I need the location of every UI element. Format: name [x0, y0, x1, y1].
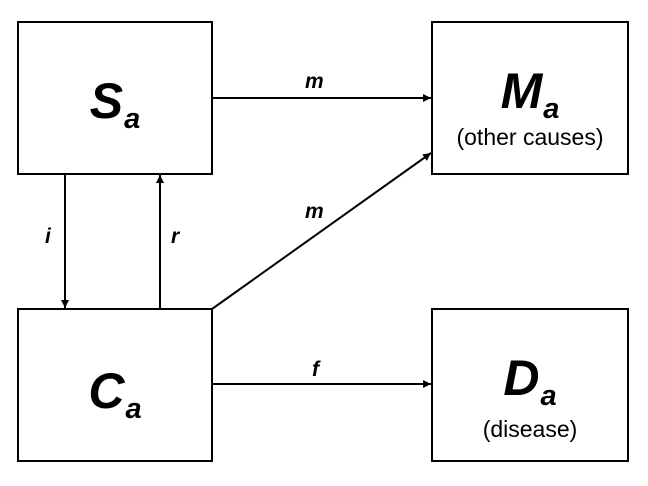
node-m-symbol: M	[500, 63, 543, 119]
node-d-symbol: D	[503, 350, 540, 406]
node-m-label: Ma	[433, 63, 627, 124]
node-s-symbol: S	[89, 73, 124, 129]
edge-label-c-to-m: m	[305, 200, 324, 223]
node-d-subscript: a	[540, 380, 557, 412]
node-m-subscript: a	[543, 93, 560, 125]
node-s-label: Sa	[19, 73, 211, 134]
node-m-caption: (other causes)	[456, 124, 604, 150]
edge-label-c-to-s: r	[171, 225, 180, 248]
node-d: Da (disease)	[431, 308, 629, 462]
arrow-c-to-m	[211, 152, 432, 310]
node-s-subscript: a	[124, 103, 141, 135]
node-m: Ma (other causes)	[431, 21, 629, 175]
node-c-symbol: C	[88, 363, 125, 419]
edge-label-s-to-c: i	[45, 225, 51, 248]
node-d-label: Da	[433, 350, 627, 411]
edge-label-c-to-d: f	[312, 358, 319, 381]
node-c-label: Ca	[19, 363, 211, 424]
node-c-subscript: a	[125, 393, 142, 425]
node-c: Ca	[17, 308, 213, 462]
node-d-caption: (disease)	[482, 416, 578, 442]
node-s: Sa	[17, 21, 213, 175]
edge-label-s-to-m: m	[305, 70, 324, 93]
